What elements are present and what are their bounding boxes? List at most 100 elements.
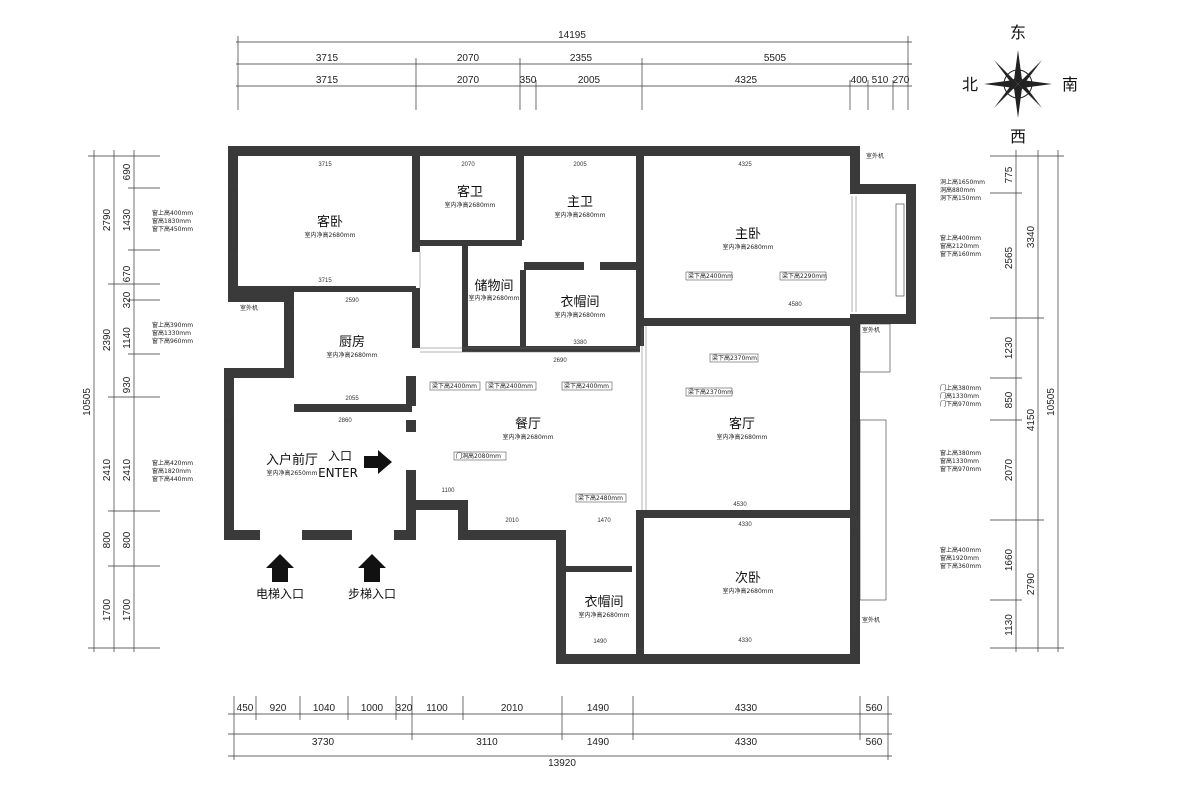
dim-top-r1-3: 5505 [764, 53, 787, 64]
dim-bottom-r1-5: 1100 [426, 703, 448, 714]
win-living-win-0: 窗上高380mm [940, 449, 981, 457]
room-closet-1: 衣帽间 [560, 294, 599, 310]
win-master-top-0: 洞上高1650mm [940, 178, 985, 186]
room-foyer-height: 室内净高2650mm [267, 469, 318, 477]
dim-top-r2-1: 2070 [457, 75, 480, 86]
beam-master-2: 梁下高2290mm [782, 272, 827, 280]
dim-bottom-r1-1: 920 [270, 703, 287, 714]
beam-living-1: 梁下高2370mm [712, 354, 757, 362]
dim-top-total: 14195 [558, 30, 586, 41]
inner-guest-bath-w: 2070 [461, 162, 475, 168]
bottom-dimensions: 450 920 1040 1000 320 1100 2010 1490 433… [228, 696, 892, 769]
win-kitchen-0: 窗上高390mm [152, 321, 193, 329]
inner-living-w: 4530 [733, 502, 747, 508]
dim-left-r1-1: 2390 [102, 328, 113, 351]
dim-right-r2-6: 1130 [1004, 614, 1015, 636]
win-living-win-2: 窗下高970mm [940, 465, 981, 473]
win-foyer-1: 窗高1820mm [152, 467, 191, 475]
win-master-bay-2: 窗下高160mm [940, 250, 981, 258]
dim-bottom-r1-7: 1490 [587, 703, 610, 714]
stair-entry-label: 步梯入口 [348, 587, 396, 601]
inner-kitchen-bottom: 2055 [345, 396, 359, 402]
ac-units: 室外机 室外机 室外机 室外机 [240, 152, 884, 624]
entry: 入口 ENTER 电梯入口 步梯入口 [256, 449, 396, 601]
compass: 东 北 南 西 [962, 23, 1078, 146]
inner-foyer-w: 2860 [338, 418, 352, 424]
room-guest-bath: 客卫 [457, 184, 483, 200]
windows-lines [225, 189, 905, 641]
room-guest-bedroom: 客卧 [317, 214, 343, 230]
dim-bottom-r1-6: 2010 [501, 703, 524, 714]
dim-left-r1-4: 1700 [102, 598, 113, 621]
beam-master-1: 梁下高2400mm [688, 272, 733, 280]
dim-top-r1-2: 2355 [570, 53, 593, 64]
dim-bottom-r2-2: 1490 [587, 737, 610, 748]
room-storage: 储物间 [474, 279, 513, 294]
room-master-bath-height: 室内净高2680mm [555, 211, 606, 219]
room-kitchen: 厨房 [339, 334, 365, 350]
ac-unit-1: 室外机 [240, 304, 258, 312]
room-second-bedroom-height: 室内净高2680mm [723, 587, 774, 595]
room-kitchen-height: 室内净高2680mm [327, 351, 378, 359]
inner-living-bottom: 4330 [738, 522, 752, 528]
dim-right-r1-1: 4150 [1026, 408, 1037, 431]
dim-left-r2-7: 800 [122, 531, 133, 548]
dim-bottom-r1-0: 450 [237, 703, 254, 714]
win-kitchen-1: 窗高1330mm [152, 329, 191, 337]
entry-en: ENTER [318, 466, 358, 480]
stair-arrow-icon [358, 554, 386, 582]
dim-left-total: 10505 [82, 388, 93, 416]
win-foyer-2: 窗下高440mm [152, 475, 193, 483]
compass-north: 北 [962, 75, 978, 94]
win-kitchen-2: 窗下高960mm [152, 337, 193, 345]
win-living-win-1: 窗高1330mm [940, 457, 979, 465]
beam-dining-2: 梁下高2400mm [488, 382, 533, 390]
room-living: 客厅 [729, 416, 755, 432]
inner-dining-top: 2690 [553, 358, 567, 364]
dim-bottom-r1-3: 1000 [361, 703, 384, 714]
entry-cn: 入口 [328, 449, 352, 463]
dim-left-r2-6: 2410 [122, 458, 133, 481]
room-master-bedroom: 主卧 [735, 227, 761, 242]
dim-left-r2-1: 1430 [122, 208, 133, 231]
ac-unit-4: 室外机 [862, 616, 880, 624]
room-guest-bedroom-height: 室内净高2680mm [305, 231, 356, 239]
dim-left-r1-0: 2790 [102, 208, 113, 231]
dim-top-r2-5: 400 [851, 75, 868, 86]
dim-top-r2-2: 350 [520, 75, 537, 86]
beam-living-2: 梁下高2370mm [688, 388, 733, 396]
room-guest-bath-height: 室内净高2680mm [445, 201, 496, 209]
elevator-arrow-icon [266, 554, 294, 582]
win-master-top-1: 洞高880mm [940, 186, 975, 194]
dim-top-r2-3: 2005 [578, 75, 601, 86]
room-second-bedroom: 次卧 [735, 570, 761, 586]
dim-left-r2-2: 670 [122, 265, 133, 282]
dim-right-r1-0: 3340 [1026, 225, 1037, 248]
room-labels: 客卧 室内净高2680mm 客卫 室内净高2680mm 主卫 室内净高2680m… [266, 184, 774, 619]
beam-dining-4: 梁下高2480mm [578, 494, 623, 502]
dim-bottom-r2-1: 3110 [476, 737, 498, 748]
dim-right-r2-1: 2565 [1004, 246, 1015, 269]
win-foyer-0: 窗上高420mm [152, 459, 193, 467]
dim-right-r1-2: 2790 [1026, 572, 1037, 595]
room-storage-height: 室内净高2680mm [469, 294, 520, 302]
room-master-bath: 主卫 [567, 195, 593, 210]
ac-unit-2: 室外机 [866, 152, 884, 160]
inner-closet-3380: 3380 [573, 340, 587, 346]
dim-bottom-r1-8: 4330 [735, 703, 758, 714]
dim-right-r2-0: 775 [1004, 166, 1015, 183]
dim-bottom-r2-0: 3730 [312, 737, 335, 748]
dim-top-r2-4: 4325 [735, 75, 758, 86]
dim-top-r1-1: 2070 [457, 53, 480, 64]
win-master-bay-0: 窗上高400mm [940, 234, 981, 242]
inner-closet2-bottom: 1490 [593, 639, 607, 645]
dim-bottom-r2-3: 4330 [735, 737, 758, 748]
win-master-top-2: 洞下高150mm [940, 194, 981, 202]
win-master-bay-1: 窗高2120mm [940, 242, 979, 250]
win-guest-bed-2: 窗下高450mm [152, 225, 193, 233]
dim-top-r2-6: 510 [872, 75, 889, 86]
dim-bottom-r1-2: 1040 [313, 703, 336, 714]
compass-west: 西 [1010, 127, 1026, 146]
dim-top-r2-7: 270 [893, 75, 910, 86]
dim-right-r2-5: 1660 [1004, 548, 1015, 571]
